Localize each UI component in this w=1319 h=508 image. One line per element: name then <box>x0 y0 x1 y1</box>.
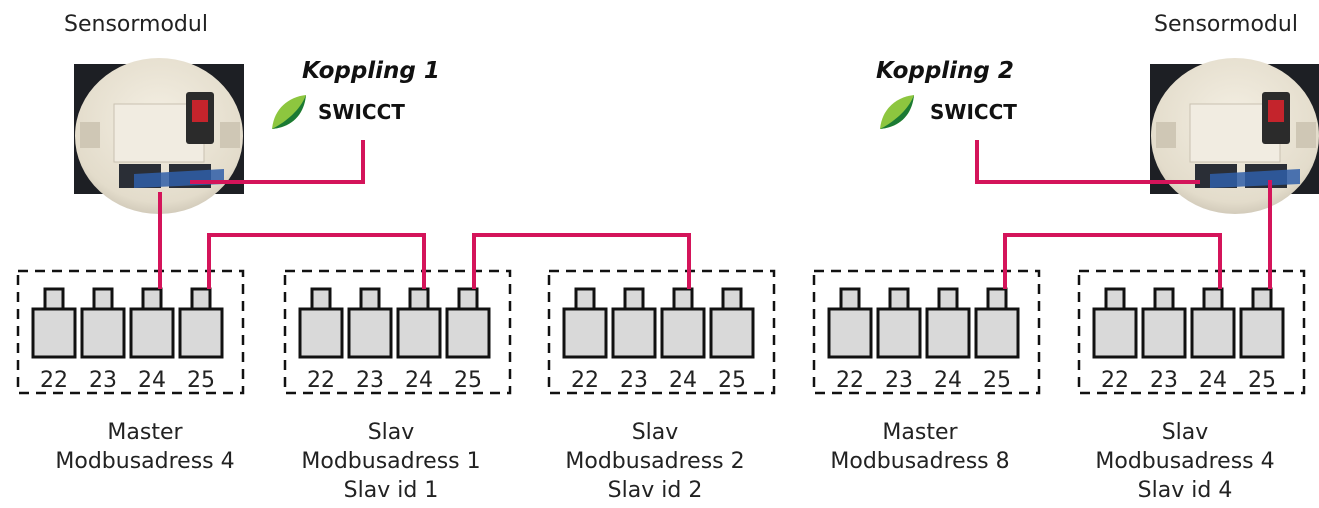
terminal-number: 25 <box>454 368 482 393</box>
unit-address: Modbusadress 4 <box>1095 449 1275 474</box>
terminal-number: 23 <box>885 368 913 393</box>
unit-caption-2: Slav Modbusadress 1 Slav id 1 <box>276 418 506 505</box>
sensor-module-image-1 <box>73 57 245 215</box>
terminal-number: 24 <box>1199 368 1227 393</box>
terminal: 22 <box>827 287 873 393</box>
terminal-group: 22 23 24 25 <box>16 269 245 395</box>
terminal: 24 <box>129 287 175 393</box>
unit-role: Master <box>107 420 183 445</box>
terminal: 24 <box>1190 287 1236 393</box>
terminal: 23 <box>347 287 393 393</box>
terminal-group: 22 23 24 25 <box>547 269 776 395</box>
coupling-1-title: Koppling 1 <box>302 58 440 84</box>
terminal-number: 24 <box>405 368 433 393</box>
leaf-icon <box>880 95 914 129</box>
terminal: 23 <box>80 287 126 393</box>
terminal-number: 23 <box>89 368 117 393</box>
terminal-group-frame <box>547 269 776 395</box>
terminal: 25 <box>709 287 755 393</box>
terminal: 25 <box>445 287 491 393</box>
terminal-number: 23 <box>620 368 648 393</box>
terminal: 23 <box>1141 287 1187 393</box>
unit-slave-id: Slav id 2 <box>607 478 703 503</box>
terminal: 25 <box>974 287 1020 393</box>
terminal: 25 <box>1239 287 1285 393</box>
terminal-number: 25 <box>187 368 215 393</box>
unit-address: Modbusadress 8 <box>830 449 1010 474</box>
unit-caption-4: Master Modbusadress 8 <box>805 418 1035 476</box>
sensor-module-label-1: Sensormodul <box>64 12 208 37</box>
unit-caption-5: Slav Modbusadress 4 Slav id 4 <box>1070 418 1300 505</box>
terminal-number: 23 <box>356 368 384 393</box>
unit-role: Slav <box>367 420 415 445</box>
leaf-icon <box>272 95 306 129</box>
terminal: 23 <box>876 287 922 393</box>
terminal-number: 25 <box>718 368 746 393</box>
unit-role: Master <box>882 420 958 445</box>
terminal: 25 <box>178 287 224 393</box>
terminal-number: 22 <box>571 368 599 393</box>
terminal: 24 <box>660 287 706 393</box>
unit-address: Modbusadress 1 <box>301 449 481 474</box>
coupling-2-device: SWICCT <box>930 100 1017 124</box>
terminal: 24 <box>396 287 442 393</box>
terminal-number: 25 <box>983 368 1011 393</box>
terminal-number: 24 <box>669 368 697 393</box>
terminal: 22 <box>31 287 77 393</box>
wire-master1-to-slave1 <box>207 233 426 289</box>
terminal-group: 22 23 24 25 <box>1077 269 1306 395</box>
unit-slave-id: Slav id 4 <box>1137 478 1233 503</box>
terminal-number: 24 <box>934 368 962 393</box>
terminal-number: 22 <box>1101 368 1129 393</box>
terminal: 22 <box>298 287 344 393</box>
wire-slave1-to-slave2 <box>472 233 691 289</box>
terminal-groups: 22 23 24 25 22 23 24 25 22 23 24 25 22 23 24 25 22 23 24 25 <box>16 269 1306 395</box>
terminal-group: 22 23 24 25 <box>283 269 512 395</box>
wiring <box>158 140 1272 289</box>
unit-address: Modbusadress 2 <box>565 449 745 474</box>
terminal-group: 22 23 24 25 <box>812 269 1041 395</box>
terminal-group-frame <box>1077 269 1306 395</box>
terminal: 23 <box>611 287 657 393</box>
unit-caption-3: Slav Modbusadress 2 Slav id 2 <box>540 418 770 505</box>
terminal-number: 23 <box>1150 368 1178 393</box>
unit-slave-id: Slav id 1 <box>343 478 439 503</box>
terminal-number: 24 <box>138 368 166 393</box>
wire-sensor1-to-coupling1 <box>190 140 365 184</box>
terminal-number: 22 <box>40 368 68 393</box>
terminal-group-frame <box>16 269 245 395</box>
unit-caption-1: Master Modbusadress 4 <box>30 418 260 476</box>
terminal-number: 22 <box>307 368 335 393</box>
unit-role: Slav <box>1161 420 1209 445</box>
unit-address: Modbusadress 4 <box>55 449 235 474</box>
sensor-module-image-2 <box>1149 57 1319 215</box>
wire-coupling2-to-sensor2 <box>975 140 1200 184</box>
terminal-number: 25 <box>1248 368 1276 393</box>
terminal: 22 <box>1092 287 1138 393</box>
terminal: 24 <box>925 287 971 393</box>
terminal-group-frame <box>812 269 1041 395</box>
terminal: 22 <box>562 287 608 393</box>
terminal-group-frame <box>283 269 512 395</box>
coupling-2-title: Koppling 2 <box>876 58 1014 84</box>
wire-master8-to-slave4 <box>1003 233 1222 289</box>
unit-role: Slav <box>631 420 679 445</box>
sensor-module-label-2: Sensormodul <box>1154 12 1298 37</box>
coupling-1-device: SWICCT <box>318 100 405 124</box>
terminal-number: 22 <box>836 368 864 393</box>
